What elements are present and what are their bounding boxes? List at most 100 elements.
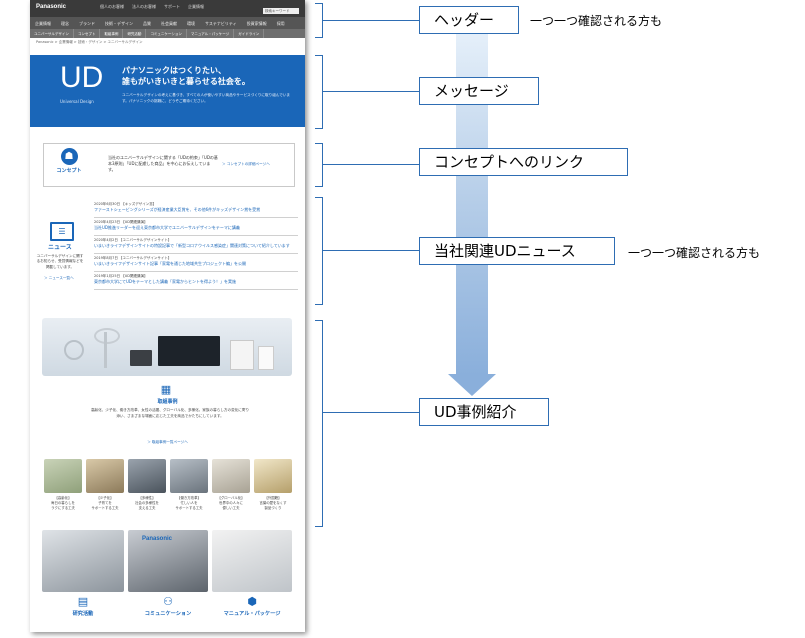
news-date: 2020年6月30日 【キッズデザイン賞】 [94, 202, 157, 206]
news-description: ユニバーサルデザインに関するお知らせ、受賞情報などを掲載しています。 [36, 254, 84, 269]
top-link[interactable]: サポート [164, 4, 180, 9]
cases-description: 高齢化、少子化、働き方改革、女性の活躍、グローバル化、多様化。家族の暮らし方の変… [90, 408, 250, 418]
news-item[interactable]: 2020年6月30日 【キッズデザイン賞】 ファーストシェービングシリーズが経済… [94, 200, 298, 218]
news-title[interactable]: 当社UD推進リーダーを迎え東京都市大学でユニバーサルデザインをテーマに講義 [94, 225, 240, 230]
case-caption: 【少子化】 子育てを サポートする工夫 [91, 496, 119, 510]
news-title[interactable]: ファーストシェービングシリーズが経済産業大臣賞を、その他6件がキッズデザイン賞を… [94, 207, 261, 212]
communication-photo[interactable]: Panasonic [128, 530, 208, 592]
gnav-item[interactable]: 環境 [187, 21, 195, 26]
news-item[interactable]: 2020年4月2日 【ユニバーサルデザインサイト】 いまいきライフデザインサイト… [94, 236, 298, 254]
message-title-line: 誰もがいきいきと暮らせる社会を。 [122, 77, 250, 86]
case-thumb[interactable]: 【働き方改革】 忙しい人を サポートする工夫 [170, 459, 208, 510]
news-title[interactable]: いまいきライフデザインサイトの特設記事で「新型コロナウイルス感染症」関連対策につ… [94, 243, 290, 248]
microwave-shape [130, 350, 152, 366]
gnav-item[interactable]: 社会貢献 [161, 21, 177, 26]
news-item[interactable]: 2019年8月7日 【ユニバーサルデザインサイト】 いまいきライフデザインサイト… [94, 254, 298, 272]
case-caption: 【多様性】 社会の多様性を 支える工夫 [135, 496, 159, 510]
news-label: ニュース [48, 244, 72, 251]
appliance-shape [258, 346, 274, 370]
subnav-item[interactable]: コミュニケーション [146, 29, 187, 38]
case-caption: 【外国籍】 言葉の壁をなくす 製品づくり [259, 496, 287, 510]
manual-photo[interactable] [212, 530, 292, 592]
flow-arrow-head [448, 374, 496, 396]
manual-label[interactable]: マニュアル・パッケージ [223, 611, 281, 617]
cases-label-box: UD事例紹介 [419, 398, 549, 426]
subnav-item[interactable]: ガイドライン [234, 29, 265, 38]
message-label-box: メッセージ [419, 77, 539, 105]
search-input[interactable]: 検索キーワード [263, 8, 299, 14]
gnav-item[interactable]: 投資家情報 [246, 21, 267, 26]
newspaper-icon: ☰ [50, 222, 74, 241]
case-photo [170, 459, 208, 493]
breadcrumb: Panasonic > 企業情報 > 技術・デザイン > ユニバーサルデザイン [36, 40, 143, 44]
message-body: ユニバーサルデザインの考えに基づき、すべての人が使いやすい商品やサービスづくりに… [122, 93, 291, 103]
gnav-item[interactable]: 技術・デザイン [105, 21, 133, 26]
gnav-item[interactable]: 企業情報 [35, 21, 51, 26]
case-thumb[interactable]: 【少子化】 子育てを サポートする工夫 [86, 459, 124, 510]
top-link[interactable]: 企業情報 [188, 4, 204, 9]
lamp-stand-shape [104, 332, 107, 368]
sub-nav: ユニバーサルデザイン コンセプト 取組事例 研究活動 コミュニケーション マニュ… [30, 29, 305, 38]
concept-connector [322, 164, 419, 165]
concept-link[interactable]: ＞ コンセプトの詳細ページへ [222, 162, 270, 166]
case-caption: 【働き方改革】 忙しい人を サポートする工夫 [175, 496, 203, 510]
case-photo [254, 459, 292, 493]
case-thumb[interactable]: 【グローバル化】 世界中の人々に 優しい工夫 [212, 459, 250, 510]
news-date: 2020年4月23日 【UD関連講演】 [94, 220, 148, 224]
message-title: パナソニックはつくりたい、 誰もがいきいきと暮らせる社会を。 [122, 65, 302, 87]
case-thumb[interactable]: 【外国籍】 言葉の壁をなくす 製品づくり [254, 459, 292, 510]
site-header: Panasonic 個人のお客様 法人のお客様 サポート 企業情報 検索キーワー… [30, 0, 305, 38]
gnav-item[interactable]: 採用 [276, 21, 285, 26]
news-connector [322, 250, 419, 251]
news-list: 2020年6月30日 【キッズデザイン賞】 ファーストシェービングシリーズが経済… [94, 200, 298, 290]
news-title[interactable]: いまいきライフデザインサイト記事「家電を通じた地域共生プロジェクト編」を公開 [94, 261, 246, 266]
gnav-item[interactable]: ブランド [79, 21, 95, 26]
news-date: 2019年1月25日 【UD関連講演】 [94, 274, 148, 278]
message-connector [322, 91, 419, 92]
panasonic-logo[interactable]: Panasonic [36, 4, 67, 10]
package-icon: ⬢ [247, 595, 257, 608]
news-note: 一つ一つ確認される方も [628, 246, 761, 260]
concept-label-box: コンセプトへのリンク [419, 148, 628, 176]
header-connector [322, 20, 419, 21]
concept-bracket [315, 143, 323, 187]
communication-label[interactable]: コミュニケーション [144, 611, 192, 617]
news-bracket [315, 197, 323, 305]
people-icon: ⚇ [163, 595, 173, 608]
case-thumb[interactable]: 【多様性】 社会の多様性を 支える工夫 [128, 459, 166, 510]
concept-section: ☗ コンセプト 当社のユニバーサルデザインに関する「UDの約束」「UDの基本3原… [43, 143, 295, 187]
concept-text: 当社のユニバーサルデザインに関する「UDの約束」「UDの基本3原則」「UDに配慮… [108, 155, 218, 172]
top-link[interactable]: 法人のお客様 [132, 4, 156, 9]
case-thumb[interactable]: 【高齢化】 毎日の暮らしを ラクにする工夫 [44, 459, 82, 510]
subnav-item[interactable]: コンセプト [74, 29, 101, 38]
subnav-item[interactable]: マニュアル・パッケージ [187, 29, 235, 38]
case-photo [44, 459, 82, 493]
wheel-shape [64, 340, 84, 360]
news-item[interactable]: 2019年1月25日 【UD関連講演】 東京都市大学にてUDをテーマとした講義「… [94, 272, 298, 290]
cases-more-link[interactable]: ＞ 取組事例一覧ページへ [147, 440, 188, 444]
cases-bracket [315, 320, 323, 527]
research-photo[interactable] [42, 530, 124, 592]
book-icon: ▤ [77, 595, 89, 608]
cases-label: 取組事例 [157, 399, 178, 405]
gnav-item[interactable]: 品質 [143, 21, 151, 26]
subnav-item[interactable]: ユニバーサルデザイン [30, 29, 74, 38]
case-caption: 【高齢化】 毎日の暮らしを ラクにする工夫 [51, 496, 75, 510]
subnav-item[interactable]: 研究活動 [123, 29, 147, 38]
concept-block[interactable]: ☗ コンセプト [54, 148, 84, 182]
news-more-link[interactable]: ＞ ニュース一覧へ [44, 276, 74, 280]
news-title[interactable]: 東京都市大学にてUDをテーマとした講義「家電からヒントを得よう！」を実施 [94, 279, 237, 284]
news-section: ☰ ニュース ユニバーサルデザインに関するお知らせ、受賞情報などを掲載しています… [30, 196, 305, 304]
cases-section: ▦ 取組事例 高齢化、少子化、働き方改革、女性の活躍、グローバル化、多様化。家族… [30, 318, 305, 530]
subnav-item[interactable]: 取組事例 [100, 29, 124, 38]
research-label[interactable]: 研究活動 [72, 611, 94, 617]
news-date: 2019年8月7日 【ユニバーサルデザインサイト】 [94, 256, 172, 260]
news-item[interactable]: 2020年4月23日 【UD関連講演】 当社UD推進リーダーを迎え東京都市大学で… [94, 218, 298, 236]
news-label-box: 当社関連UDニュース [419, 237, 615, 265]
concept-label: コンセプト [56, 168, 82, 174]
products-banner-image[interactable] [42, 318, 292, 376]
gnav-item[interactable]: サステナビリティ [205, 21, 237, 26]
message-bracket [315, 55, 323, 129]
top-link[interactable]: 個人のお客様 [100, 4, 124, 9]
gnav-item[interactable]: 理念 [61, 21, 69, 26]
